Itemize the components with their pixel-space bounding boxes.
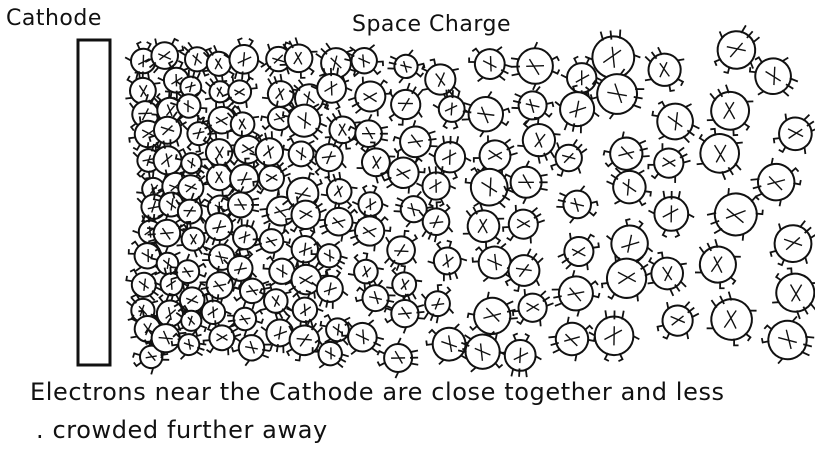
electron [686,233,750,297]
electron-cloud [116,15,815,382]
electron [685,118,755,188]
electron [504,161,548,204]
electron [648,191,695,238]
electron [414,279,462,328]
electron [550,223,607,280]
electron [510,41,560,90]
electron [648,291,708,351]
electron [696,284,766,354]
electron [696,77,764,145]
electron [761,258,815,326]
electron [377,338,418,379]
electron [495,196,552,252]
electron [545,311,600,366]
electron [461,36,518,92]
electron [553,181,601,229]
caption-line-1: Electrons near the Cathode are close tog… [30,378,725,406]
space-charge-label: Space Charge [352,12,511,37]
electron [757,309,815,371]
electron [634,39,696,101]
electron [385,45,428,87]
electron [588,310,639,361]
electron [747,152,806,211]
electron [549,266,603,320]
electron [349,114,388,153]
cathode-plate [78,40,110,365]
electron [498,333,543,378]
electron [504,280,560,336]
caption-line-2: . crowded further away [36,416,328,444]
cathode-label: Cathode [6,6,102,31]
electron [758,209,815,278]
electron [425,238,470,284]
electron [641,136,697,191]
electron [383,292,426,335]
electron [764,103,815,165]
electron [642,88,709,155]
electron [460,88,512,140]
